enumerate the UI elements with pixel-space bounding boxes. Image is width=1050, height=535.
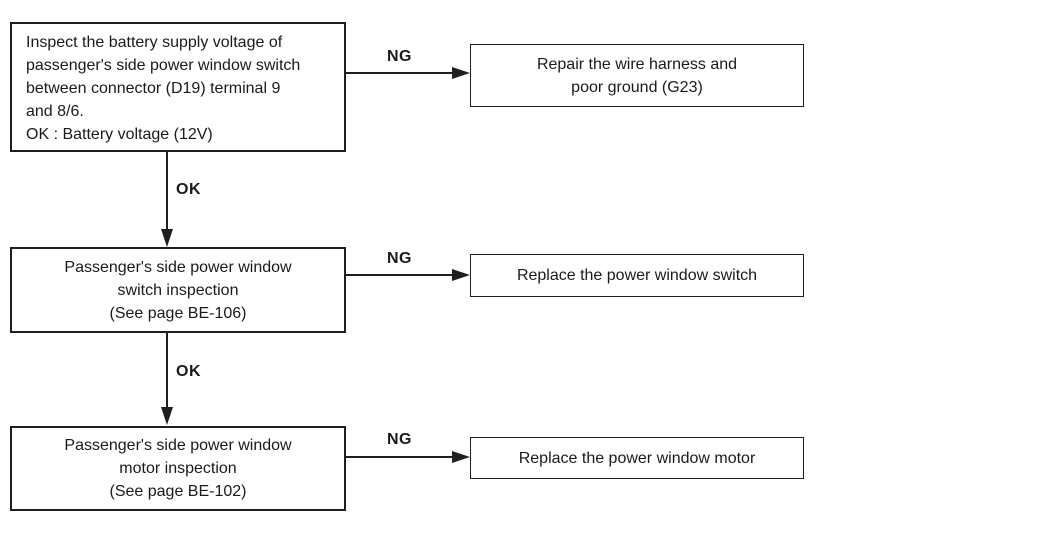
ng-label-1: NG — [387, 48, 412, 65]
flow-node-motor-inspection: Passenger's side power window motor insp… — [10, 426, 346, 511]
ng-connector-line-3 — [346, 456, 453, 458]
ng-connector-line-1 — [346, 72, 453, 74]
ok-label-2: OK — [176, 363, 201, 380]
flow-node-replace-window-switch: Replace the power window switch — [470, 254, 804, 297]
ok-arrowhead-2 — [161, 407, 173, 425]
ng-label-2: NG — [387, 250, 412, 267]
ng-arrowhead-1 — [452, 67, 470, 79]
ng-arrowhead-3 — [452, 451, 470, 463]
ng-arrowhead-2 — [452, 269, 470, 281]
flow-node-replace-window-motor: Replace the power window motor — [470, 437, 804, 479]
flow-node-battery-voltage-check: Inspect the battery supply voltage of pa… — [10, 22, 346, 152]
ng-label-3: NG — [387, 431, 412, 448]
ng-connector-line-2 — [346, 274, 453, 276]
flow-node-repair-wire-harness: Repair the wire harness and poor ground … — [470, 44, 804, 107]
flow-node-switch-inspection: Passenger's side power window switch ins… — [10, 247, 346, 333]
ok-connector-line-2 — [166, 332, 168, 409]
ok-connector-line-1 — [166, 152, 168, 230]
ok-label-1: OK — [176, 181, 201, 198]
ok-arrowhead-1 — [161, 229, 173, 247]
